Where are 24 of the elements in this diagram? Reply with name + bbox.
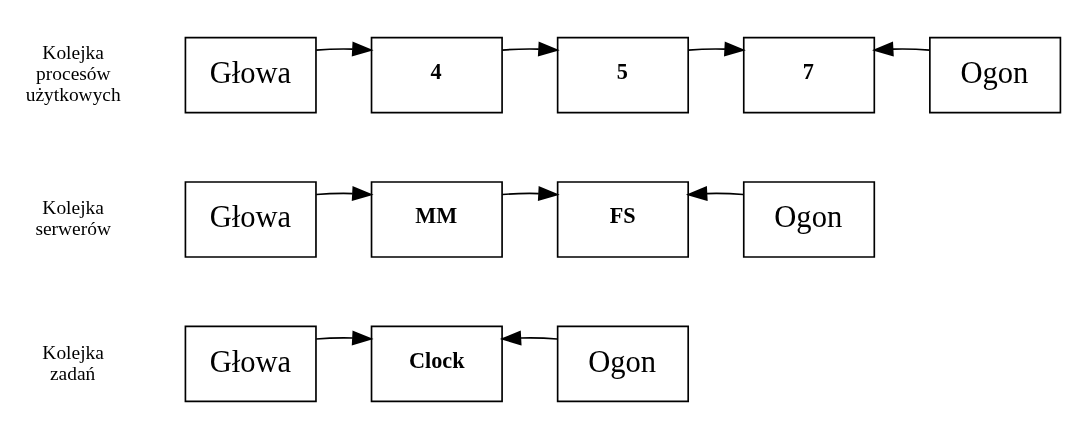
arrow <box>315 185 374 201</box>
node-box: Clock <box>370 325 503 402</box>
arrow <box>499 330 558 345</box>
node-box: Ogon <box>742 180 876 258</box>
node-box: Głowa <box>184 36 317 113</box>
node-box: 7 <box>742 36 876 113</box>
node-box: Głowa <box>184 180 317 258</box>
label: Kolejka procesów użytkowych <box>25 41 121 105</box>
node-box: MM <box>370 180 503 258</box>
node-box: Ogon <box>556 325 690 402</box>
arrow <box>872 41 931 57</box>
node-box: 4 <box>370 36 503 113</box>
node-box: FS <box>556 180 690 258</box>
arrow <box>315 330 374 345</box>
arrow <box>685 185 745 201</box>
node-box: Głowa <box>184 325 317 402</box>
arrow <box>687 41 746 57</box>
arrow <box>315 41 374 57</box>
arrow <box>501 41 560 57</box>
arrow <box>501 185 560 201</box>
label: Kolejka zadań <box>42 341 104 383</box>
node-box: 5 <box>556 36 690 113</box>
node-box: Ogon <box>929 36 1062 113</box>
label: Kolejka serwerów <box>35 196 111 239</box>
